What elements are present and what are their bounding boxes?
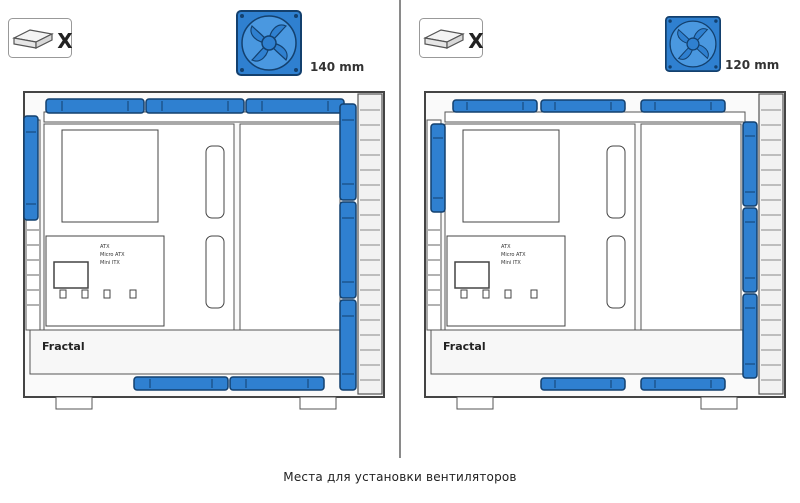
fan-slot-bottom-2	[229, 376, 325, 391]
panel-140mm: X 140 mm	[0, 0, 400, 460]
fan-slot-front-1	[742, 121, 758, 207]
fan-slot-top-1	[45, 98, 145, 114]
disabled-x-mark: X	[57, 29, 72, 53]
fan-slot-bottom-1	[133, 376, 229, 391]
mb-label-atx: ATX	[501, 244, 511, 250]
fan-slot-rear	[430, 123, 446, 213]
mb-label-matx: Micro ATX	[501, 252, 526, 258]
fan-slot-front-1	[339, 103, 357, 201]
fan-slot-front-3	[742, 293, 758, 379]
fan-slot-top-3	[640, 99, 726, 113]
disabled-x-mark: X	[468, 29, 483, 53]
fan-slot-front-2	[339, 201, 357, 299]
panel-120mm: X 120 mm	[401, 0, 800, 460]
fan-icon	[665, 16, 721, 72]
fan-size-label: 140 mm	[310, 60, 365, 74]
case-diagram: ATX Micro ATX Mini ITX Fractal	[23, 91, 385, 410]
fan-slot-top-1	[452, 99, 538, 113]
fan-slot-top-3	[245, 98, 345, 114]
fan-slot-front-2	[742, 207, 758, 293]
fan-slot-top-2	[540, 99, 626, 113]
fan-slot-front-3	[339, 299, 357, 391]
panel-divider	[399, 0, 401, 458]
brand-logo: Fractal	[443, 340, 486, 353]
hdd-cage-icon: X	[419, 18, 483, 58]
hdd-cage-icon: X	[8, 18, 72, 58]
case-diagram: ATX Micro ATX Mini ITX Fractal	[424, 91, 786, 410]
mb-label-matx: Micro ATX	[100, 252, 125, 258]
mb-label-itx: Mini ITX	[100, 260, 120, 266]
fan-icon	[236, 10, 302, 76]
fan-size-label: 120 mm	[725, 58, 780, 72]
mb-label-atx: ATX	[100, 244, 110, 250]
fan-slot-top-2	[145, 98, 245, 114]
fan-slot-bottom-2	[640, 377, 726, 391]
figure-caption: Места для установки вентиляторов	[283, 470, 517, 484]
mb-label-itx: Mini ITX	[501, 260, 521, 266]
fan-slot-rear	[23, 115, 39, 221]
brand-logo: Fractal	[42, 340, 85, 353]
fan-slot-bottom-1	[540, 377, 626, 391]
